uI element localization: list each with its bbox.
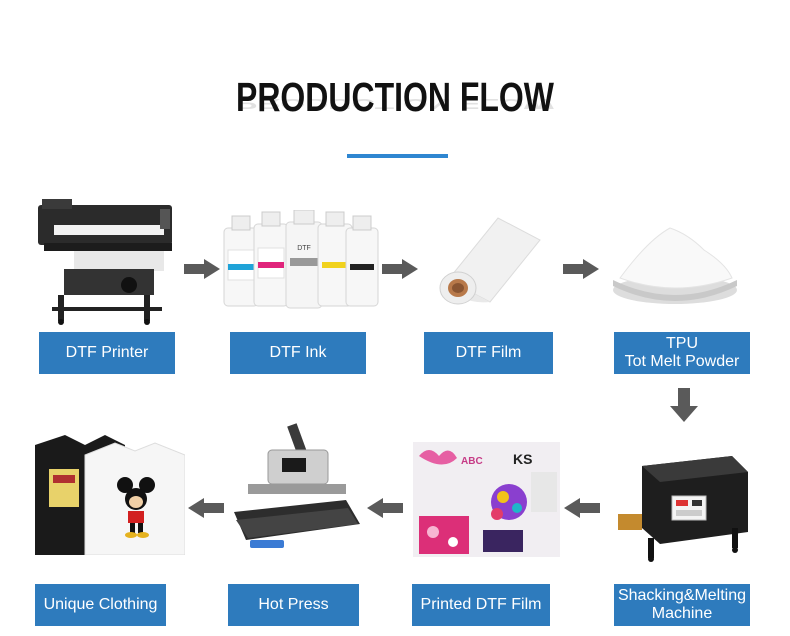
page-title-reflection: PRODUCTION FLOW <box>236 95 554 112</box>
arrow-down-icon <box>670 388 698 422</box>
hot-press-image <box>234 423 360 548</box>
arrow-right-icon <box>382 259 418 279</box>
step-label-text: Unique Clothing <box>43 596 158 613</box>
unique-clothing-image <box>35 435 185 555</box>
step-label-text: Printed DTF Film <box>420 596 542 613</box>
step-label-dtf-printer: DTF Printer <box>39 332 175 374</box>
step-label-dtf-ink: DTF Ink <box>230 332 366 374</box>
step-label-tpu-powder: TPU Tot Melt Powder <box>614 332 750 374</box>
step-label-text: Hot Press <box>258 596 329 613</box>
step-label-hot-press: Hot Press <box>228 584 359 626</box>
step-label-dtf-film: DTF Film <box>424 332 553 374</box>
title-underline <box>347 154 448 158</box>
step-label-text: Tot Melt Powder <box>624 353 740 370</box>
arrow-left-icon <box>564 498 600 518</box>
step-label-text: Shacking&Melting <box>617 587 747 604</box>
svg-text:ABC: ABC <box>461 456 483 467</box>
dtf-printer-image <box>38 199 172 325</box>
step-label-text: DTF Film <box>455 344 522 361</box>
step-label-unique-clothing: Unique Clothing <box>35 584 166 626</box>
shaking-machine-image <box>618 456 748 562</box>
svg-text:KS: KS <box>513 451 532 467</box>
step-label-text: Machine <box>651 605 713 622</box>
dtf-film-image <box>439 217 541 305</box>
step-label-text: DTF Printer <box>65 344 149 361</box>
page-title: PRODUCTION FLOW <box>236 74 554 120</box>
printed-dtf-film-image: ABC KS <box>413 442 560 557</box>
step-label-text: DTF Ink <box>269 344 327 361</box>
dtf-ink-image: DTF <box>223 210 379 309</box>
step-label-printed-dtf-film: Printed DTF Film <box>412 584 550 626</box>
svg-text:DTF: DTF <box>297 245 311 252</box>
tpu-powder-image <box>613 227 737 304</box>
arrow-left-icon <box>188 498 224 518</box>
arrow-left-icon <box>367 498 403 518</box>
arrow-right-icon <box>563 259 599 279</box>
arrow-right-icon <box>184 259 220 279</box>
step-label-shaking-machine: Shacking&Melting Machine <box>614 584 750 626</box>
step-label-text: TPU <box>666 335 698 352</box>
